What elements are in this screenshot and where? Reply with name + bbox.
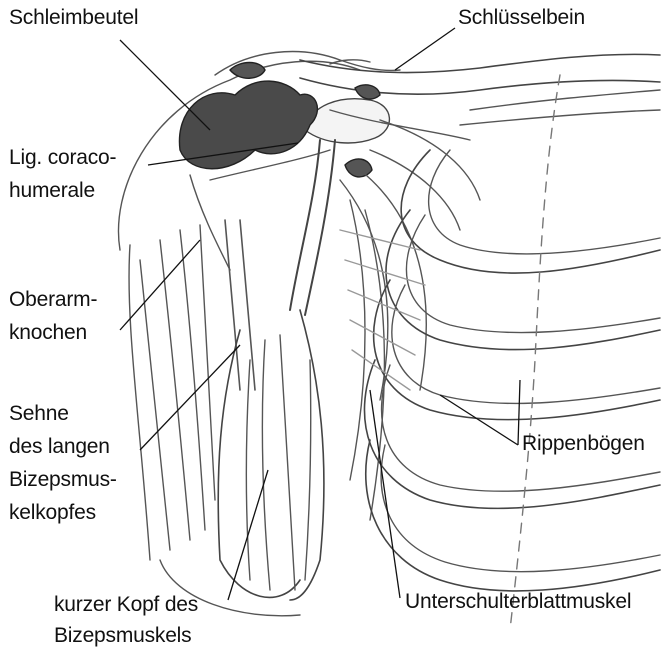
label-bursa-line: Schleimbeutel (9, 5, 138, 31)
label-biceps-long-line-4: kelkopfes (9, 496, 117, 529)
label-biceps-long-line-1: Sehne (9, 397, 117, 430)
label-clavicle: Schlüsselbein (458, 5, 585, 31)
label-humerus-line-1: Oberarm- (9, 283, 97, 316)
label-humerus: Oberarm- knochen (9, 283, 97, 349)
leader-bursa (120, 40, 210, 130)
leader-ribs (440, 380, 520, 445)
label-biceps-long-line-3: Bizepsmus- (9, 463, 117, 496)
label-biceps-long-line-2: des langen (9, 430, 117, 463)
leader-biceps-short (228, 470, 268, 600)
label-ribs-line: Rippenbögen (522, 431, 645, 457)
label-ribs: Rippenbögen (522, 431, 645, 457)
label-bursa: Schleimbeutel (9, 5, 138, 31)
label-biceps-short-line-2: Bizepsmuskels (54, 620, 198, 651)
label-humerus-line-2: knochen (9, 316, 97, 349)
shoulder-drawing (118, 52, 660, 630)
label-biceps-long-tendon: Sehne des langen Bizepsmus- kelkopfes (9, 397, 117, 529)
clavicle-shape (300, 54, 660, 72)
label-subscapularis-line: Unterschulterblattmuskel (405, 589, 631, 615)
leader-clavicle (395, 28, 455, 70)
label-ligament-line-2: humerale (9, 174, 116, 207)
label-clavicle-line: Schlüsselbein (458, 5, 585, 31)
label-biceps-short-head: kurzer Kopf des Bizepsmuskels (54, 589, 198, 651)
label-ligament: Lig. coraco- humerale (9, 141, 116, 207)
leader-humerus (120, 240, 200, 330)
label-subscapularis: Unterschulterblattmuskel (405, 589, 631, 615)
label-ligament-line-1: Lig. coraco- (9, 141, 116, 174)
label-biceps-short-line-1: kurzer Kopf des (54, 589, 198, 620)
